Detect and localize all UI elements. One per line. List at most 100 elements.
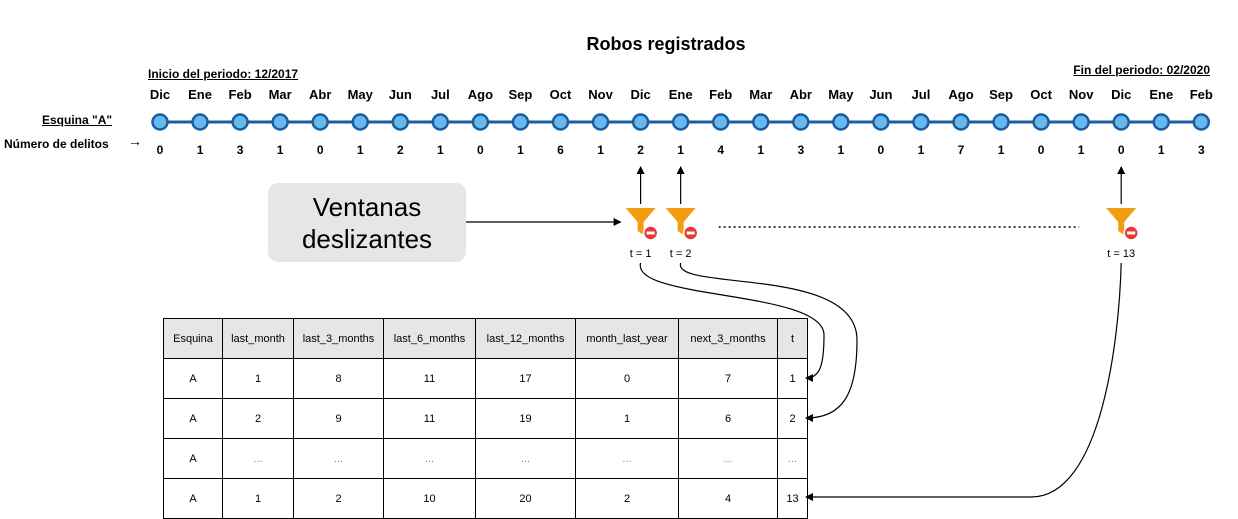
crime-count: 0 [156,143,164,157]
timeline-node [151,113,169,131]
remove-badge-bar [646,231,655,235]
timeline-node [992,113,1010,131]
column-header: last_6_months [383,318,476,359]
crime-count: 0 [877,143,885,157]
table-cell: A [163,398,223,439]
timeline-node [711,113,730,131]
table-cell: ... [777,438,808,479]
timeline-node [1192,113,1211,131]
table-cell: ... [678,438,778,479]
month-label: Ene [188,87,212,102]
crime-count: 3 [236,143,244,157]
column-header: Esquina [163,318,223,359]
table-cell: 2 [222,398,294,439]
month-label: Oct [1030,87,1052,102]
month-label: Jul [430,87,450,102]
month-label: Sep [989,87,1013,102]
table-cell: 2 [293,478,384,519]
month-label: May [347,87,373,102]
table-cell: 11 [383,358,476,399]
month-label: Feb [709,87,733,102]
month-label: Sep [508,87,533,102]
timeline-node [1152,113,1170,131]
window-time-label: t = 1 [629,248,652,260]
table-cell: ... [383,438,476,479]
table-cell: 6 [678,398,778,439]
crime-count: 1 [517,143,524,157]
month-label: Mar [268,87,292,102]
column-header: last_3_months [293,318,384,359]
month-label: Oct [549,87,572,102]
window-to-row-arrow [805,262,1122,501]
table-cell: 10 [383,478,476,519]
period-end-label: Fin del periodo: 02/2020 [1073,63,1210,77]
crime-count: 1 [597,143,604,157]
timeline-node [471,113,490,131]
crime-count: 2 [396,143,404,157]
table-cell: 1 [575,398,679,439]
timeline-node [431,113,450,131]
month-label: Ene [668,87,693,102]
column-header: next_3_months [678,318,778,359]
month-label: Ago [948,87,974,102]
funnel-filter-icon [1106,208,1137,235]
month-label: Dic [630,87,651,102]
remove-badge-bar [686,231,695,235]
timeline-node [1112,113,1130,131]
table-cell: 1 [777,358,808,399]
month-label: Abr [308,87,332,102]
crime-count: 1 [1077,143,1085,157]
crime-count: 4 [717,143,725,157]
month-label: Dic [149,87,171,102]
timeline-node [511,113,530,131]
timeline-node [591,113,610,131]
timeline-node [631,113,650,131]
table-row: A..................... [163,438,808,479]
crime-count: 0 [477,143,484,157]
crime-count: 1 [837,143,845,157]
window-time-label: t = 2 [669,248,692,260]
column-header: t [777,318,808,359]
timeline-node [191,113,209,131]
crime-count: 3 [797,143,805,157]
table-cell: 17 [475,358,576,399]
crime-count: 1 [276,143,284,157]
crime-count: 1 [196,143,204,157]
funnel-filter-icon [665,208,696,235]
month-label: Dic [1111,87,1132,102]
table-cell: 9 [293,398,384,439]
table-cell: A [163,358,223,399]
crime-count: 3 [1197,143,1205,157]
timeline-node [551,113,570,131]
diagram-title: Robos registrados [586,34,746,54]
remove-badge-bar [1127,231,1136,235]
table-cell: 8 [293,358,384,399]
crime-count: 1 [677,143,684,157]
column-header: month_last_year [575,318,679,359]
timeline-node [311,113,329,131]
period-start-label: Inicio del periodo: 12/2017 [148,67,299,81]
column-header: last_month [222,318,294,359]
timeline-node [792,113,810,131]
table-cell: 7 [678,358,778,399]
timeline-node [271,113,289,131]
month-label: Ago [467,87,494,102]
crime-count: 1 [1157,143,1165,157]
table-cell: A [163,478,223,519]
sliding-windows-box: Ventanas deslizantes [268,183,466,262]
month-label: Nov [1068,87,1094,102]
column-header: last_12_months [475,318,576,359]
table-cell: 4 [678,478,778,519]
timeline-node [231,113,249,131]
table-cell: ... [575,438,679,479]
month-label: Nov [588,87,613,102]
window-to-row-arrow [680,262,858,422]
crime-count: 1 [917,143,925,157]
timeline-node [832,113,850,131]
table-cell: A [163,438,223,479]
corner-label: Esquina "A" [42,113,113,127]
month-label: Jun [869,87,893,102]
